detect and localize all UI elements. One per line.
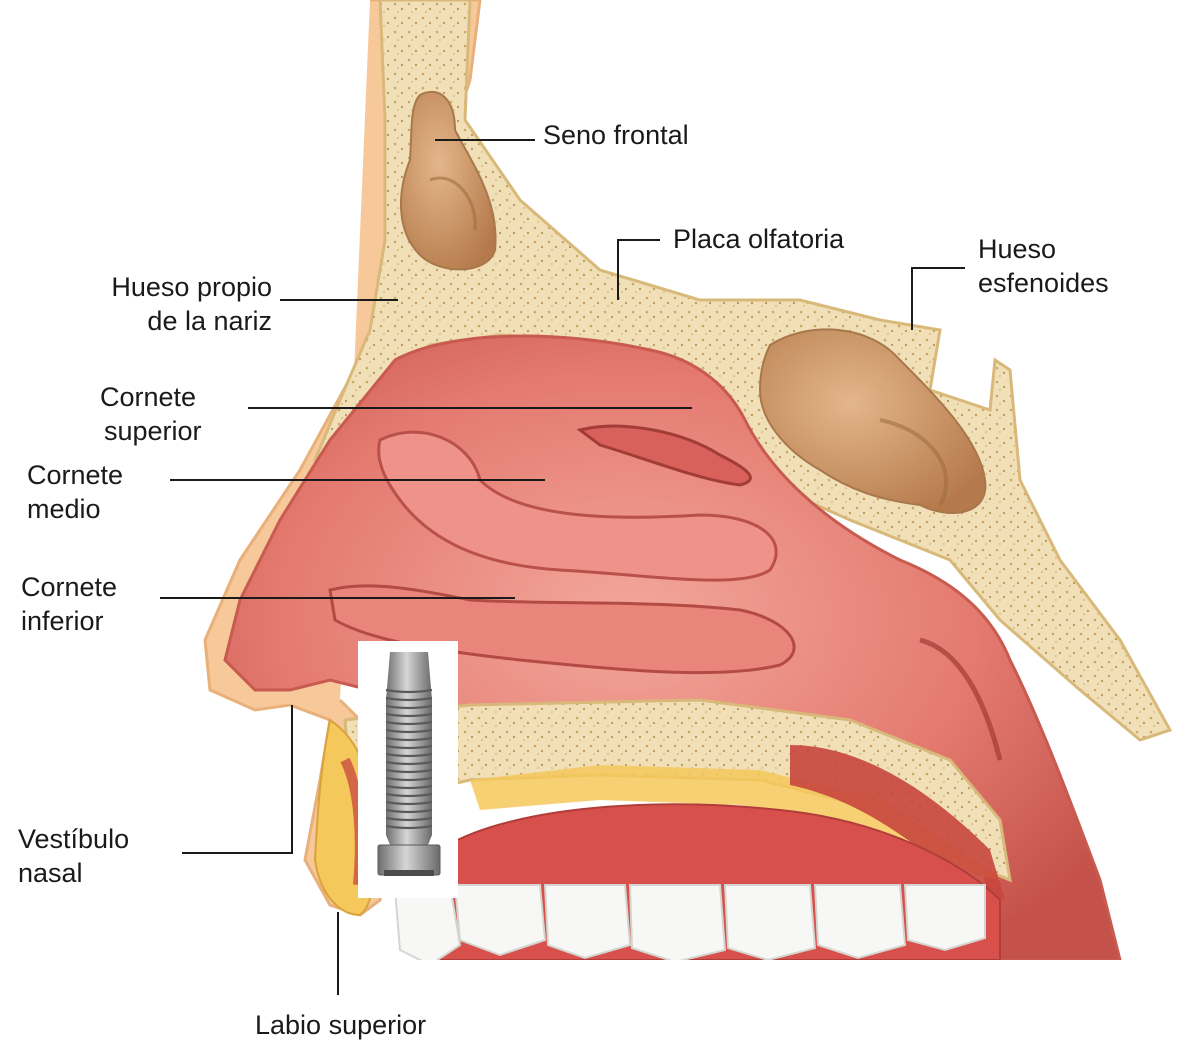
label-cornete-superior: Cornete superior xyxy=(100,380,202,448)
label-hueso-esfenoides: Hueso esfenoides xyxy=(978,232,1109,300)
label-vestibulo-nasal: Vestíbulo nasal xyxy=(18,822,129,890)
label-cornete-medio: Cornete medio xyxy=(27,458,123,526)
label-cornete-inferior: Cornete inferior xyxy=(21,570,117,638)
dental-implant-icon xyxy=(358,641,458,898)
label-seno-frontal: Seno frontal xyxy=(543,118,689,152)
leader-hueso-esfenoides xyxy=(912,268,965,330)
label-placa-olfatoria: Placa olfatoria xyxy=(673,222,844,256)
label-labio-superior: Labio superior xyxy=(255,1008,426,1042)
leader-vestibulo-nasal xyxy=(182,705,292,853)
label-hueso-propio: Hueso propio de la nariz xyxy=(62,270,272,338)
